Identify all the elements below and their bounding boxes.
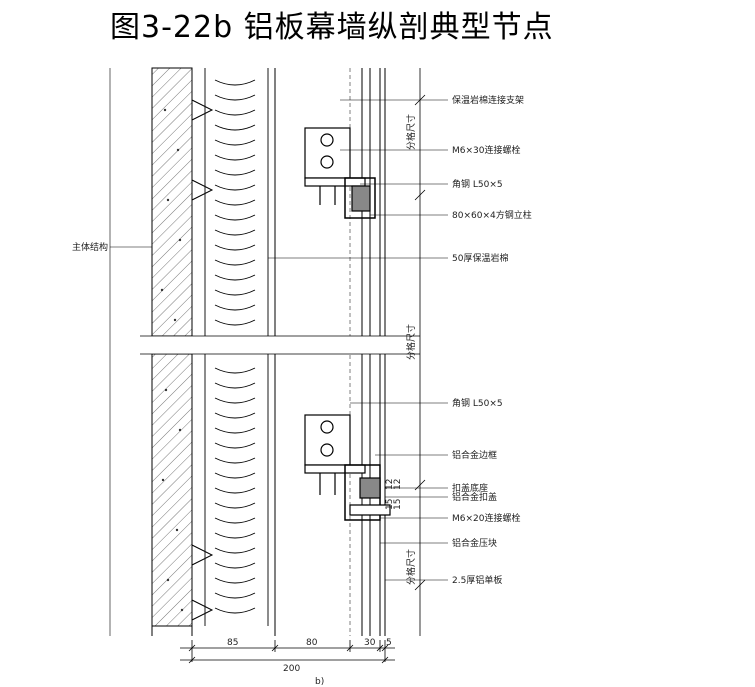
- page-title: 图3-22b 铝板幕墙纵剖典型节点: [110, 10, 554, 45]
- dim-small-4: 15: [393, 499, 403, 510]
- grid-dimension-line: [414, 68, 426, 636]
- label-square-tube: 80×60×4方钢立柱: [452, 209, 532, 221]
- dim-85: 85: [227, 638, 238, 648]
- caption: b): [315, 677, 324, 687]
- dim-small-2: 12: [393, 479, 403, 490]
- dim-200: 200: [283, 664, 300, 674]
- dim-small-3: 15: [385, 499, 395, 510]
- label-bolt-m6x20: M6×20连接螺栓: [452, 512, 521, 524]
- label-al-frame: 铝合金边框: [452, 449, 497, 461]
- label-grid-size-3: 分格尺寸: [405, 549, 417, 585]
- insulation-support-clips: [191, 99, 214, 621]
- label-support: 保温岩棉连接支架: [452, 94, 524, 106]
- bottom-dimensions: [180, 640, 395, 664]
- label-main-structure: 主体结构: [72, 241, 108, 253]
- label-al-buckle: 铝合金扣盖: [452, 491, 497, 503]
- label-buckle-base: 扣盖底座: [452, 482, 488, 494]
- rockwool-insulation: [204, 68, 269, 626]
- dim-80: 80: [306, 638, 318, 648]
- upper-bracket: [304, 127, 376, 219]
- label-angle-bottom: 角钢 L50×5: [452, 397, 503, 409]
- dim-30: 30: [364, 638, 376, 648]
- dim-5: 5: [386, 638, 392, 648]
- lower-bracket: [304, 414, 391, 521]
- break-line: [140, 335, 420, 355]
- dim-small-1: 12: [385, 479, 395, 490]
- label-rockwool: 50厚保温岩棉: [452, 252, 508, 264]
- label-grid-size-2: 分格尺寸: [405, 324, 417, 360]
- label-al-press: 铝合金压块: [452, 537, 497, 549]
- label-bolt-m6x30: M6×30连接螺栓: [452, 144, 521, 156]
- leader-lines: [110, 99, 448, 581]
- label-grid-size-1: 分格尺寸: [405, 114, 417, 150]
- label-al-panel: 2.5厚铝单板: [452, 574, 502, 586]
- label-angle-top: 角钢 L50×5: [452, 178, 503, 190]
